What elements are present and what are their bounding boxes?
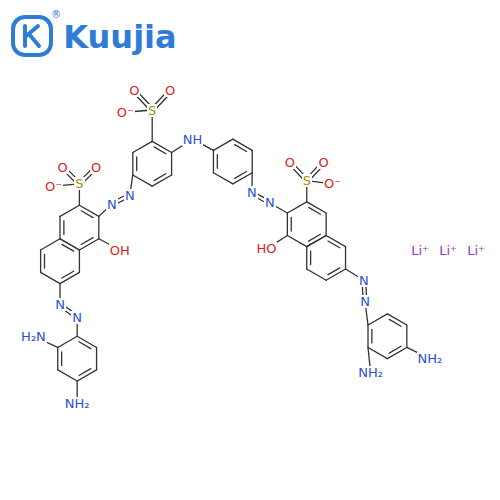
chemical-bond (62, 244, 74, 251)
logo-mark (25, 26, 39, 46)
atom-label: O (164, 84, 176, 97)
atom-label: NH₂ (64, 397, 91, 410)
chemical-bond (252, 150, 253, 172)
atom-label: NH (182, 133, 204, 146)
chemical-bond (81, 211, 93, 218)
chemical-bond (235, 145, 247, 152)
chemical-bond (63, 221, 64, 235)
chemical-bond (368, 347, 387, 358)
atom-label: OH (109, 244, 131, 257)
chemical-bond (367, 325, 368, 347)
chemical-bond (41, 272, 60, 283)
atom-label: N (358, 274, 370, 287)
chemical-bond (57, 347, 58, 369)
chemical-bond (371, 329, 372, 343)
chemical-bond (287, 235, 306, 246)
chemical-bond (406, 325, 407, 347)
chemical-bond (213, 139, 232, 150)
counter-ion: Li⁺ (410, 244, 430, 257)
counter-ion: Li⁺ (438, 244, 458, 257)
atom-label: HO (255, 242, 277, 255)
atom-label: O (128, 84, 140, 97)
atom-label: O (284, 156, 296, 169)
atom-label: N (264, 196, 276, 209)
chemical-bond (132, 153, 133, 175)
chemical-bond (235, 172, 247, 179)
chemical-bond (44, 254, 45, 268)
chemical-bond (58, 370, 77, 381)
counter-ion: Li⁺ (466, 244, 486, 257)
chemical-bond (81, 238, 93, 245)
chemical-bond (306, 247, 307, 269)
atom-label: O (56, 161, 68, 174)
chemical-bond (328, 268, 340, 275)
chemical-bond (61, 352, 62, 366)
chemical-bond (326, 213, 327, 235)
chemical-bond (59, 216, 60, 238)
chemical-bond (328, 241, 340, 248)
atom-label: N (106, 198, 118, 211)
chemical-bond (389, 319, 401, 326)
registered-mark: ® (50, 10, 62, 20)
chemical-bond (307, 269, 326, 280)
atom-label: N (359, 295, 371, 308)
atom-label: H₂N (20, 330, 47, 343)
chemical-bond (345, 247, 346, 269)
atom-label: N (246, 186, 258, 199)
chemical-bond (133, 175, 152, 186)
chemical-bond (60, 205, 79, 216)
chemical-bond (217, 155, 218, 169)
atom-label: O (317, 156, 329, 169)
chemical-bond (291, 217, 292, 231)
chemical-bond (154, 147, 166, 154)
chemical-bond (96, 347, 97, 369)
atom-label: S (74, 177, 84, 190)
chemical-bond (310, 251, 311, 265)
chemical-bond (287, 202, 306, 213)
chemical-bond (58, 336, 77, 347)
chemical-bond (307, 235, 326, 246)
logo-text: Kuujia (62, 21, 177, 53)
chemical-bond (309, 207, 321, 214)
chemical-bond (133, 141, 152, 152)
chemical-bond (79, 250, 80, 272)
chemical-bond (40, 250, 41, 272)
chemical-bond (171, 153, 172, 175)
chemical-bond (98, 216, 99, 238)
chemical-bond (79, 369, 91, 376)
atom-label: O⁻ (323, 177, 342, 190)
atom-label: NH₂ (357, 366, 384, 379)
chemical-bond (154, 174, 166, 181)
atom-label: N (71, 311, 83, 324)
chemical-bond (62, 271, 74, 278)
logo-frame (13, 17, 51, 55)
chemical-bond (389, 346, 401, 353)
chemical-bond (136, 157, 137, 171)
atom-label: NH₂ (417, 352, 444, 365)
atom-label: O⁻ (44, 180, 63, 193)
chemical-bond (41, 239, 60, 250)
atom-label: O (90, 161, 102, 174)
chemical-bond (287, 213, 288, 235)
chemical-bond (213, 173, 232, 184)
atom-label: N (124, 189, 136, 202)
chemical-bond (368, 314, 387, 325)
atom-label: N (54, 298, 66, 311)
chemical-bond (213, 150, 214, 172)
atom-label: O⁻ (116, 106, 135, 119)
atom-label: S (302, 174, 312, 187)
chemical-bond (79, 342, 91, 349)
atom-label: S (147, 104, 157, 117)
